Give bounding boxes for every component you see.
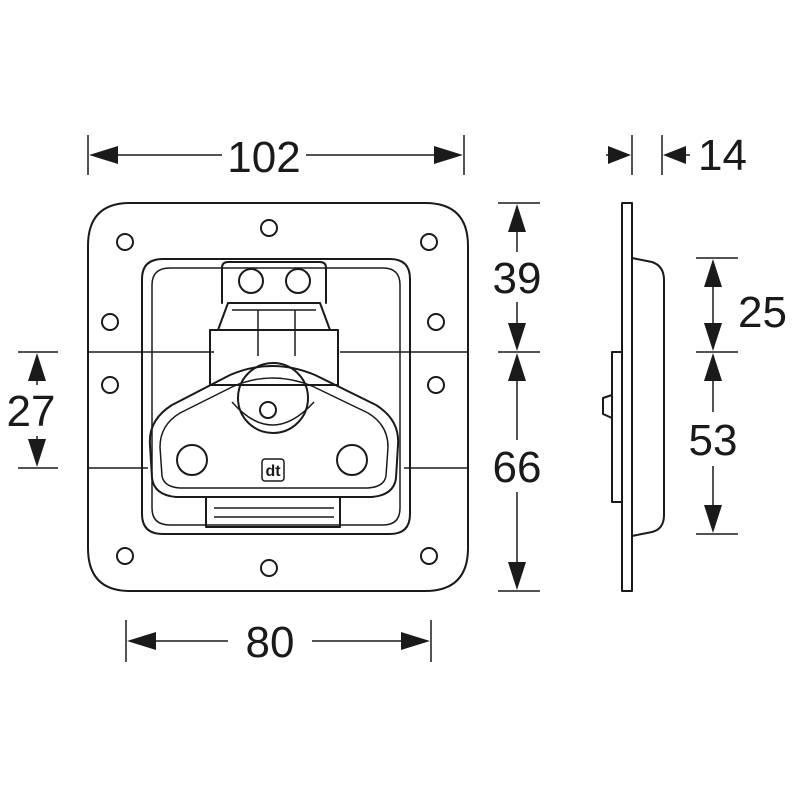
side-view xyxy=(602,202,665,592)
dimension-labels: 102 14 39 66 27 80 25 53 xyxy=(7,131,787,667)
arrowhead xyxy=(434,146,463,164)
arrowhead xyxy=(704,259,722,287)
dim-label-66: 66 xyxy=(493,443,542,492)
dim-label-27: 27 xyxy=(7,387,56,436)
logo-text: dt xyxy=(265,463,281,480)
arrowhead xyxy=(663,146,686,164)
handle-rivet xyxy=(176,444,208,476)
side-knob xyxy=(602,394,613,419)
arrowhead xyxy=(508,353,526,381)
arrowhead xyxy=(508,562,526,590)
keeper-hole xyxy=(238,268,264,294)
pivot-bar xyxy=(205,496,341,528)
recessed-dish xyxy=(141,258,411,535)
arrowhead xyxy=(704,353,722,381)
knob-base xyxy=(231,401,315,426)
dim-label-80: 80 xyxy=(246,618,295,667)
arrowhead xyxy=(127,632,156,650)
outer-plate xyxy=(87,202,469,592)
mount-hole xyxy=(420,547,438,565)
arrowhead xyxy=(608,146,631,164)
front-view: dt xyxy=(87,202,469,592)
arrowhead xyxy=(508,323,526,351)
arrowhead xyxy=(28,439,46,467)
dim-label-39: 39 xyxy=(493,254,542,303)
side-dish xyxy=(631,257,665,537)
mount-hole xyxy=(101,376,119,394)
side-handle xyxy=(611,351,623,503)
keeper-block xyxy=(221,261,327,304)
dim-label-14: 14 xyxy=(698,131,747,180)
knob-rivet xyxy=(259,401,277,419)
dim-label-102: 102 xyxy=(227,133,300,182)
handle-inner-edge xyxy=(159,377,389,489)
mount-hole xyxy=(427,376,445,394)
dish-inner-edge xyxy=(151,267,401,526)
keeper-hole xyxy=(285,268,311,294)
dim-label-25: 25 xyxy=(738,288,787,337)
mount-hole xyxy=(101,313,119,331)
mount-hole xyxy=(116,233,134,251)
mount-hole xyxy=(260,559,278,577)
arrowhead xyxy=(89,146,118,164)
butterfly-handle xyxy=(148,365,400,498)
dimension-lines xyxy=(18,135,738,662)
arrowhead xyxy=(704,505,722,533)
mount-hole xyxy=(116,547,134,565)
dim-label-53: 53 xyxy=(689,416,738,465)
arrowhead xyxy=(401,632,430,650)
arrowhead xyxy=(508,204,526,232)
mount-hole xyxy=(427,313,445,331)
logo-mark xyxy=(261,458,285,482)
turn-knob xyxy=(237,362,309,434)
mount-hole xyxy=(420,233,438,251)
mount-hole xyxy=(260,219,278,237)
arrowhead xyxy=(704,323,722,351)
arrowhead xyxy=(28,353,46,381)
hinge-knuckle xyxy=(217,302,331,331)
side-plate xyxy=(621,202,633,592)
handle-rivet xyxy=(336,444,368,476)
